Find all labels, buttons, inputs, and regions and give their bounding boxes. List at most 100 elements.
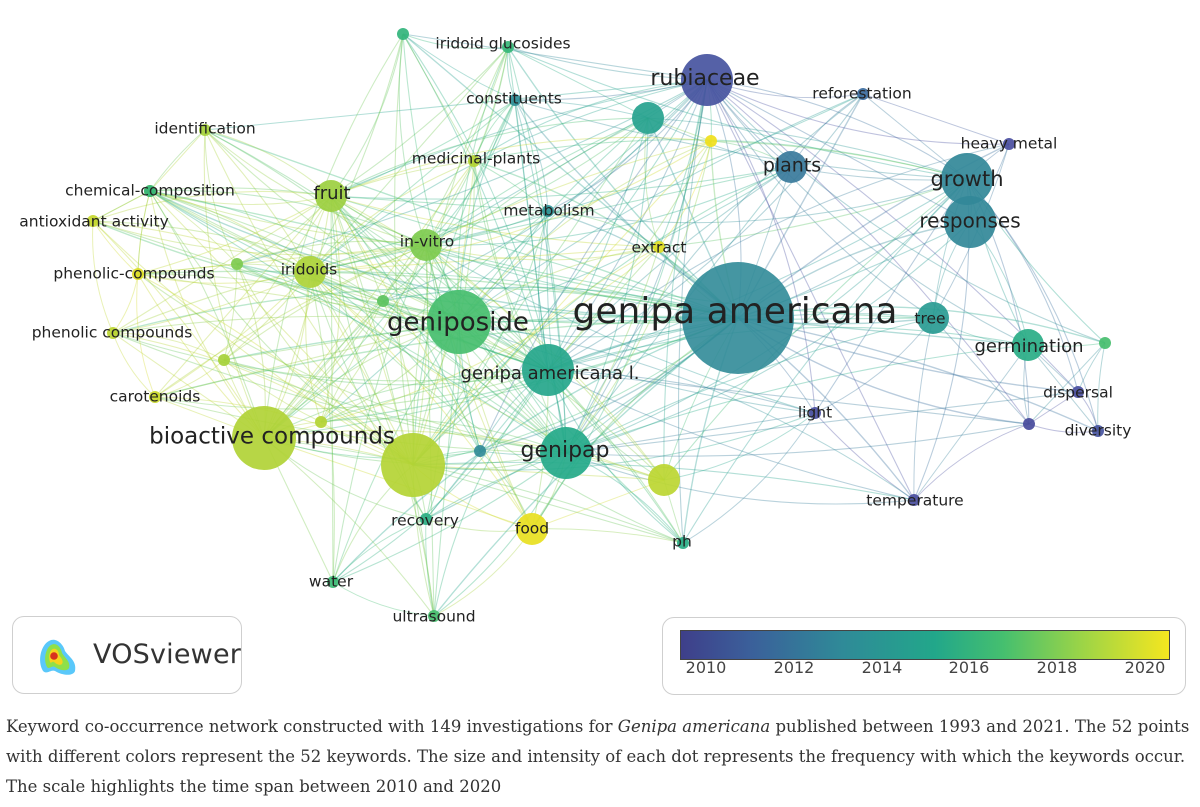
label-iridoids: iridoids [281,261,338,279]
node-fruit[interactable] [315,180,347,212]
node-n-yellow-top[interactable] [705,135,717,147]
network-edge [394,33,414,466]
node-n-yellow-large[interactable] [381,433,445,497]
node-n-teal-rubiaceae[interactable] [632,102,664,134]
network-edge [547,79,708,371]
node-temperature[interactable] [908,494,920,506]
network-edge [92,220,427,256]
network-edge [154,369,549,410]
network-edge [236,263,414,466]
node-light[interactable] [809,407,821,419]
network-edge [658,140,712,248]
network-edge [154,396,567,454]
network-edge [92,220,139,275]
node-n-green-right[interactable] [1099,337,1111,349]
node-water[interactable] [327,576,339,588]
network-edge [149,190,265,439]
node-extract[interactable] [653,241,665,253]
node-in-vitro[interactable] [410,229,442,261]
node-plants[interactable] [775,151,807,183]
node-growth[interactable] [941,153,993,205]
network-edge [458,321,915,501]
network-edge [154,244,427,398]
node-identification[interactable] [199,124,211,136]
network-edge [547,178,968,224]
node-rubiaceae[interactable] [681,54,733,106]
node-carotenoids[interactable] [149,391,161,403]
network-edge [402,33,708,81]
network-edge [309,117,649,273]
network-edge [547,140,712,371]
node-tree[interactable] [917,302,949,334]
node-phenolic-compounds-2[interactable] [107,327,119,339]
network-edge [263,429,665,481]
node-medicinal-plants[interactable] [468,155,480,167]
node-bioactive-compounds[interactable] [232,406,296,470]
node-n-top-left[interactable] [144,185,156,197]
network-edge [263,160,475,439]
node-constituents[interactable] [509,94,521,106]
network-edge [565,166,792,454]
node-germination[interactable] [1012,329,1044,361]
network-edge [330,195,660,248]
node-heavy-metal[interactable] [1003,138,1015,150]
node-ultrasound[interactable] [428,610,440,622]
network-edge [332,518,427,583]
network-edge [223,359,322,423]
scale-tick-2010: 2010 [685,658,727,677]
network-edge [137,273,567,454]
node-diversity[interactable] [1092,425,1104,437]
network-edge [706,79,934,319]
network-edge [330,195,334,583]
node-geniposide[interactable] [427,290,491,354]
network-edge [204,129,238,265]
network-edge [204,129,549,371]
label-heavy-metal: heavy metal [961,135,1058,153]
network-edge [425,140,712,246]
network-edge [412,210,549,466]
node-recovery[interactable] [420,513,432,525]
network-edge [149,190,427,246]
network-edge [112,332,414,466]
network-edge [412,99,516,466]
network-edge [149,190,311,273]
vosviewer-logo-text: VOSviewer [93,639,242,670]
node-n-green-ph[interactable] [648,464,680,496]
node-n-green-iridoid[interactable] [397,28,409,40]
node-genipap[interactable] [540,427,592,479]
node-genipa-americana[interactable] [682,262,794,374]
node-food[interactable] [516,513,548,545]
node-reforestation[interactable] [857,88,869,100]
network-edge [149,190,549,371]
node-n-small-blue[interactable] [474,445,486,457]
node-n-green-left[interactable] [231,258,243,270]
node-n-purple-div[interactable] [1023,418,1035,430]
network-edge [330,33,404,197]
network-edge [565,317,934,454]
node-dispersal[interactable] [1072,386,1084,398]
label-ultrasound: ultrasound [392,608,475,626]
node-responses[interactable] [944,196,996,248]
node-iridoid-glucosides[interactable] [502,41,514,53]
network-edge [382,300,567,454]
network-edge [330,195,435,617]
network-edge [112,286,739,334]
node-genipa-americana-l[interactable] [522,344,574,396]
node-iridoids[interactable] [294,256,326,288]
network-edge [204,129,460,323]
node-metabolism[interactable] [542,205,554,217]
network-edge [402,33,516,101]
network-edge [425,518,435,617]
network-edge [1097,342,1106,432]
node-ph[interactable] [677,537,689,549]
node-antioxidant-activity[interactable] [87,215,99,227]
scale-tick-2012: 2012 [773,658,815,677]
node-n-green-small[interactable] [377,295,389,307]
node-n-yellow-mid[interactable] [315,416,327,428]
node-n-yellow-bio[interactable] [218,354,230,366]
network-edge [473,160,549,371]
node-phenolic-compounds-1[interactable] [132,268,144,280]
label-water: water [309,573,354,591]
network-edge [223,263,238,361]
